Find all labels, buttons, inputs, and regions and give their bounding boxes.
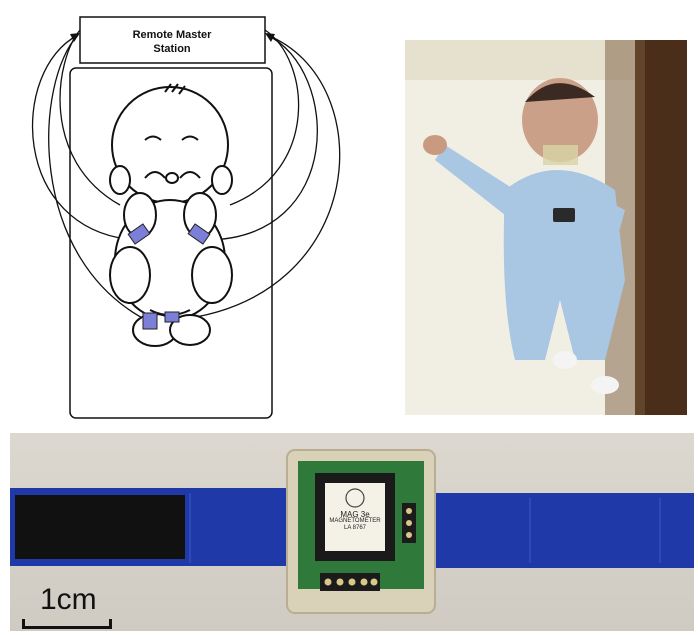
wireless-sensor-diagram [0, 0, 390, 425]
chip-label-line1: MAG 3e [315, 511, 395, 518]
chip-label-line3: LA 8767 [315, 525, 395, 532]
scale-bar-right-tick [109, 619, 112, 629]
baby-photo-illustration [405, 40, 687, 415]
chip-label-line2: MAGNETOMETER [315, 518, 395, 525]
remote-master-station-label: Remote Master Station [82, 28, 262, 56]
sensor-left-ankle [143, 313, 157, 329]
scale-bar [22, 626, 112, 629]
scale-label: 1cm [40, 583, 97, 617]
device-velcro-patch [15, 495, 185, 559]
baby-drawing [110, 84, 232, 346]
left-wire-arrowhead [70, 33, 80, 42]
device-strap-right [420, 493, 694, 568]
photo-wrist-sensor [553, 208, 575, 222]
sensor-device-photo: MAG 3e MAGNETOMETER LA 8767 [10, 433, 694, 631]
sensor-right-ankle [165, 312, 179, 322]
scale-bar-left-tick [22, 619, 25, 629]
chip-label: MAG 3e MAGNETOMETER LA 8767 [315, 511, 395, 532]
station-label-line2: Station [82, 42, 262, 56]
device-illustration [10, 433, 694, 631]
baby-photo [405, 40, 687, 415]
station-label-line1: Remote Master [82, 28, 262, 42]
